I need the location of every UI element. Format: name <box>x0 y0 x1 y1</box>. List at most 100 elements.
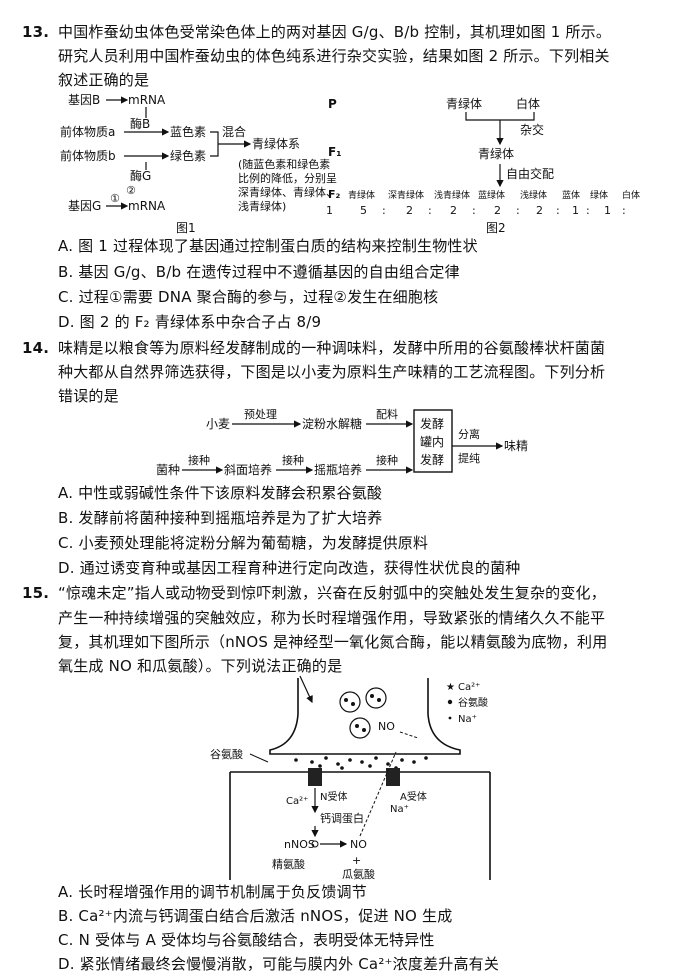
figure-1-gene-pathway: 基因B mRNA 酶B 前体物质a 蓝色素 前体物质b 绿色素 混合 青绿体系 … <box>60 93 337 235</box>
fig2-f2-phenotype: 浅绿体 <box>520 189 547 201</box>
fig15-n-receptor-shape <box>308 768 322 786</box>
q13-option-d[interactable]: D. 图 2 的 F₂ 青绿体系中杂合子占 8/9 <box>58 313 322 331</box>
fig2-self-label: 自由交配 <box>506 166 554 181</box>
fig2-f2-ratio-item: 2 <box>450 204 457 217</box>
fig2-f2-ratio-item: : <box>586 204 590 217</box>
fig15-a-receptor: A受体 <box>400 791 427 803</box>
fig15-n-receptor: N受体 <box>320 791 347 803</box>
fig1-mrna-g: mRNA <box>128 199 166 213</box>
q13-option-a[interactable]: A. 图 1 过程体现了基因通过控制蛋白质的结构来控制生物性状 <box>58 237 478 255</box>
q15-stem-line-2: 产生一种持续增强的突触效应，称为长时程增强作用，导致紧张的情绪久久不能平 <box>58 609 606 627</box>
fig1-note-3: 深青绿体、青绿体、 <box>238 185 337 199</box>
flow-strain: 菌种 <box>156 463 180 477</box>
fig15-legend: ★ Ca²⁺ 谷氨酸 Na⁺ <box>446 682 488 725</box>
flow-inoc-3: 接种 <box>376 453 398 467</box>
flow-wheat: 小麦 <box>206 417 230 431</box>
fig1-blue-pigment: 蓝色素 <box>170 125 206 139</box>
glutamate-dot <box>336 762 340 766</box>
fig15-no-top: NO <box>378 720 395 733</box>
q13-option-c[interactable]: C. 过程①需要 DNA 聚合酶的参与，过程②发生在细胞核 <box>58 288 439 306</box>
fig1-caption: 图1 <box>176 221 196 235</box>
q14-stem-line-3: 错误的是 <box>58 387 119 405</box>
fig1-note-4: 浅青绿体) <box>238 199 286 213</box>
fig1-enzyme-b: 酶B <box>130 116 150 131</box>
fig15-ca-label: Ca²⁺ <box>286 796 308 807</box>
fig15-arginine: 精氨酸 <box>272 857 305 871</box>
q15-option-c[interactable]: C. N 受体与 A 受体均与谷氨酸结合，表明受体无特异性 <box>58 931 435 949</box>
q14-option-c[interactable]: C. 小麦预处理能将淀粉分解为葡萄糖，为发酵提供原料 <box>58 534 429 552</box>
fig2-caption: 图2 <box>486 221 506 235</box>
fig2-f2-phenotype: 深青绿体 <box>388 189 424 201</box>
q13-stem-line-3: 叙述正确的是 <box>58 71 150 89</box>
figure-synapse-ltp: NO 谷氨酸 N受体 A受体 Ca²⁺ Na⁺ 钙调蛋白 nNOS NO 精氨酸… <box>210 675 491 880</box>
q14-option-d[interactable]: D. 通过诱变育种或基因工程育种进行定向改造，获得性状优良的菌种 <box>58 559 521 577</box>
fig2-f2-label: F₂ <box>328 188 341 201</box>
q14-number: 14. <box>22 339 50 357</box>
flow-mix: 配料 <box>376 407 398 421</box>
q15-option-b[interactable]: B. Ca²⁺内流与钙调蛋白结合后激活 nNOS，促进 NO 生成 <box>58 907 453 925</box>
fig2-f2-ratio-item: 1 <box>572 204 579 217</box>
svg-text:★: ★ <box>446 682 455 693</box>
q13-stem-line-1: 中国柞蚕幼虫体色受常染色体上的两对基因 G/g、B/b 控制，其机理如图 1 所… <box>58 23 612 41</box>
fig2-f2-ratio-item: : <box>472 204 476 217</box>
q13-option-b[interactable]: B. 基因 G/g、B/b 在遗传过程中不遵循基因的自由组合定律 <box>58 263 460 281</box>
glutamate-dot <box>294 758 298 762</box>
fig2-f2-phenotype: 青绿体 <box>348 189 375 201</box>
q15-number: 15. <box>22 584 50 602</box>
fig2-f2-ratio-item: 1 <box>326 204 333 217</box>
fig1-enzyme-g: 酶G <box>130 168 151 183</box>
glutamate-dot <box>340 766 344 770</box>
fig2-f2-phenotype: 浅青绿体 <box>434 189 470 201</box>
fig15-no-bottom: NO <box>350 838 367 851</box>
q15-option-d[interactable]: D. 紧张情绪最终会慢慢消散，可能与膜内外 Ca²⁺浓度差升高有关 <box>58 955 500 973</box>
fig1-result: 青绿体系 <box>252 136 300 151</box>
flow-inoc-2: 接种 <box>282 453 304 467</box>
flow-separate: 分离 <box>458 427 480 441</box>
fig2-f2-phenotype: 白体 <box>622 189 640 201</box>
fig2-f1-phenotype: 青绿体 <box>478 146 514 161</box>
flow-tank-box <box>413 409 453 473</box>
flow-product: 味精 <box>504 439 528 453</box>
q14-option-b[interactable]: B. 发酵前将菌种接种到摇瓶培养是为了扩大培养 <box>58 509 383 527</box>
q14-stem-line-2: 种大都从自然界筛选获得，下图是以小麦为原料生产味精的工艺流程图。下列分析 <box>58 363 606 381</box>
q15-stem-line-4: 氧生成 NO 和瓜氨酸）。下列说法正确的是 <box>58 657 343 675</box>
fig2-f2-ratio: 5:2:2:2:2:1:1:1 <box>326 204 626 217</box>
flow-inoc-1: 接种 <box>188 453 210 467</box>
fig2-f1-label: F₁ <box>328 145 341 159</box>
flow-hydrolysate: 淀粉水解糖 <box>302 416 362 431</box>
fig2-f2-ratio-item: : <box>428 204 432 217</box>
fig15-citrulline: 瓜氨酸 <box>342 867 375 880</box>
fig1-gene-g: 基因G <box>68 199 101 213</box>
flow-pretreat: 预处理 <box>244 408 277 421</box>
q14-stem-line-1: 味精是以粮食等为原料经发酵制成的一种调味料，发酵中所用的谷氨酸棒状杆菌菌 <box>58 339 606 357</box>
q15-option-a[interactable]: A. 长时程增强作用的调节机制属于负反馈调节 <box>58 883 367 901</box>
q15-stem-line-3: 复，其机理如下图所示（nNOS 是神经型一氧化氮合酶，能以精氨酸为底物，利用 <box>58 633 608 651</box>
flow-tank-1: 发酵 <box>420 416 444 431</box>
glutamate-dot <box>386 762 390 766</box>
fig2-f2-ratio-item: 2 <box>494 204 501 217</box>
fig2-f2-ratio-item: 2 <box>406 204 413 217</box>
glutamate-dot <box>424 756 428 760</box>
flow-tank-3: 发酵 <box>420 452 444 467</box>
fig1-precursor-a: 前体物质a <box>60 124 115 139</box>
fig1-precursor-b: 前体物质b <box>60 148 116 163</box>
fig1-note-1: (随蓝色素和绿色素 <box>238 157 330 171</box>
fig1-green-pigment: 绿色素 <box>170 148 206 163</box>
q14-option-a[interactable]: A. 中性或弱碱性条件下该原料发酵会积累谷氨酸 <box>58 484 383 502</box>
fig15-nnos: nNOS <box>284 838 315 851</box>
fig15-glu-label: 谷氨酸 <box>210 747 243 761</box>
flow-tank-2: 罐内 <box>420 435 444 449</box>
fig2-f2-phenotype: 蓝体 <box>562 189 580 201</box>
fig1-step-1: ① <box>110 192 120 205</box>
fig2-f2-ratio-item: 2 <box>536 204 543 217</box>
figure-2-cross-result: P F₁ F₂ 青绿体 白体 杂交 青绿体 自由交配 青绿体深青绿体浅青绿体蓝绿… <box>326 96 640 235</box>
glutamate-dot <box>324 756 328 760</box>
fig2-f2-phenotypes: 青绿体深青绿体浅青绿体蓝绿体浅绿体蓝体绿体白体 <box>348 189 640 201</box>
fig2-f2-ratio-item: 5 <box>360 204 367 217</box>
fig15-legend-na: Na⁺ <box>458 714 477 725</box>
q13-stem-line-2: 研究人员利用中国柞蚕幼虫的体色纯系进行杂交实验，结果如图 2 所示。下列相关 <box>58 47 610 65</box>
fig15-na-label: Na⁺ <box>390 804 409 815</box>
fig15-plus: + <box>352 854 361 867</box>
figure-msg-process-flow: 小麦 预处理 淀粉水解糖 配料 发酵 罐内 发酵 分离 提纯 味精 菌种 接种 … <box>156 407 528 477</box>
